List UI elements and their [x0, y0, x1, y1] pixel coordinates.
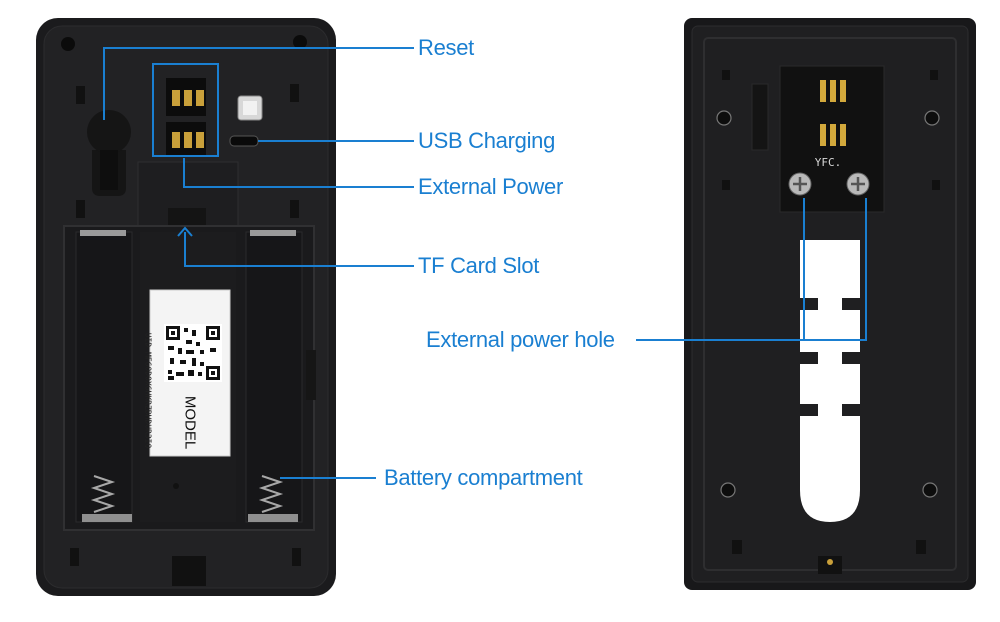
usb-port: [230, 136, 258, 146]
qr-code: [164, 324, 222, 382]
terminal-screw: [789, 173, 811, 195]
sticker-model-text: MODEL: [182, 383, 199, 463]
bottom-clip: [172, 556, 206, 586]
left-device: [36, 18, 336, 596]
board-marking: YFC.: [808, 156, 848, 169]
callout-reset: Reset: [418, 37, 474, 59]
cable-hole: [800, 240, 860, 522]
callout-external-power-hole: External power hole: [426, 329, 615, 351]
sticker-uid-text: UID MF6OD0X6HKRZBHDUR3IQ: [144, 291, 153, 491]
reset-button: [87, 110, 131, 196]
callout-usb-charging: USB Charging: [418, 130, 555, 152]
mounting-hole: [721, 483, 735, 497]
mounting-plate: [684, 18, 976, 590]
callout-battery-compartment: Battery compartment: [384, 467, 583, 489]
mounting-hole: [925, 111, 939, 125]
screw-hole: [61, 37, 75, 51]
callout-external-power: External Power: [418, 176, 563, 198]
mounting-hole: [923, 483, 937, 497]
terminal-screw: [847, 173, 869, 195]
callout-tf-card-slot: TF Card Slot: [418, 255, 539, 277]
mounting-hole: [717, 111, 731, 125]
screw-hole: [293, 35, 307, 49]
